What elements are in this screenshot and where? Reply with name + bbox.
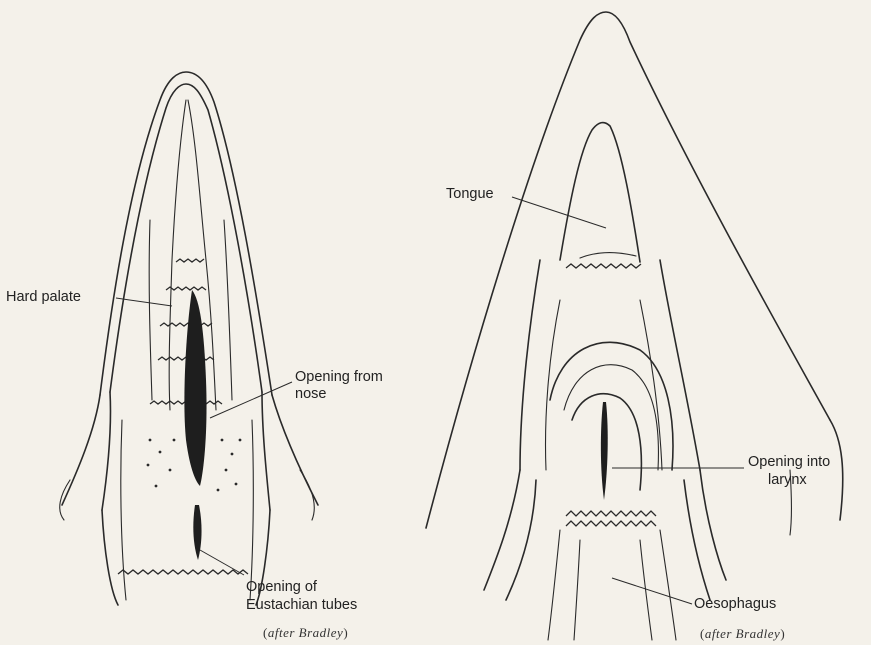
hard-palate-label: Hard palate: [6, 289, 81, 306]
eustachian-opening: [193, 505, 201, 560]
left-credit: (after Bradley): [263, 625, 348, 641]
nasal-opening: [184, 290, 206, 486]
oesophagus-label: Oesophagus: [694, 596, 776, 613]
opening-into-larynx-label-line2: larynx: [768, 472, 807, 489]
right-credit: (after Bradley): [700, 626, 785, 642]
glottis-opening: [601, 402, 608, 500]
eustachian-label-line1: Opening of: [246, 579, 317, 596]
opening-from-nose-label-line2: nose: [295, 386, 326, 403]
eustachian-label-line2: Eustachian tubes: [246, 597, 357, 614]
opening-from-nose-label-line1: Opening from: [295, 369, 383, 386]
tongue-label: Tongue: [446, 186, 494, 203]
left-palate-drawing: [60, 72, 318, 605]
opening-into-larynx-label-line1: Opening into: [748, 454, 830, 471]
right-mouth-drawing: [426, 12, 843, 640]
